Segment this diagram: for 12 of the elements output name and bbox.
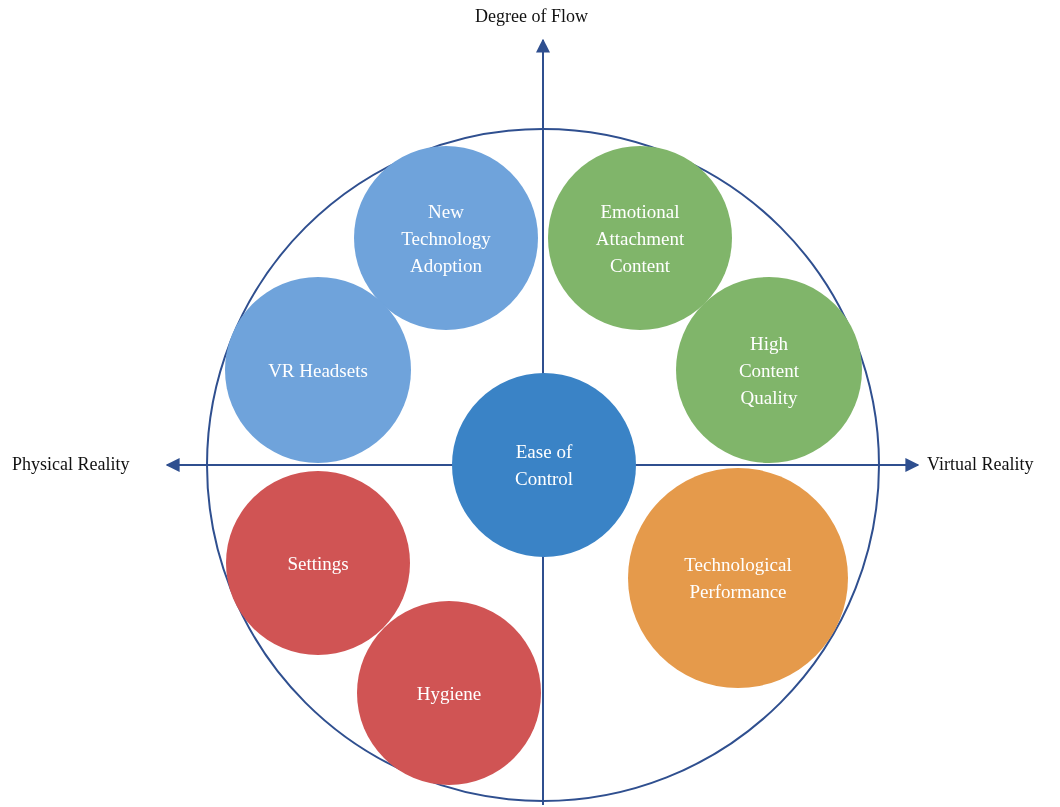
factor-circle: Ease of Control [452,373,636,557]
axis-label: Physical Reality [12,454,130,475]
factor-circle: Technological Performance [628,468,848,688]
factor-circle: Hygiene [357,601,541,785]
boundary-circle [206,128,880,802]
factor-circle: Emotional Attachment Content [548,146,732,330]
factor-circle: New Technology Adoption [354,146,538,330]
axis-label: Degree of Flow [475,6,588,27]
factor-circle: VR Headsets [225,277,411,463]
factor-circle: Settings [226,471,410,655]
factor-circle: High Content Quality [676,277,862,463]
axis-label: Virtual Reality [927,454,1034,475]
